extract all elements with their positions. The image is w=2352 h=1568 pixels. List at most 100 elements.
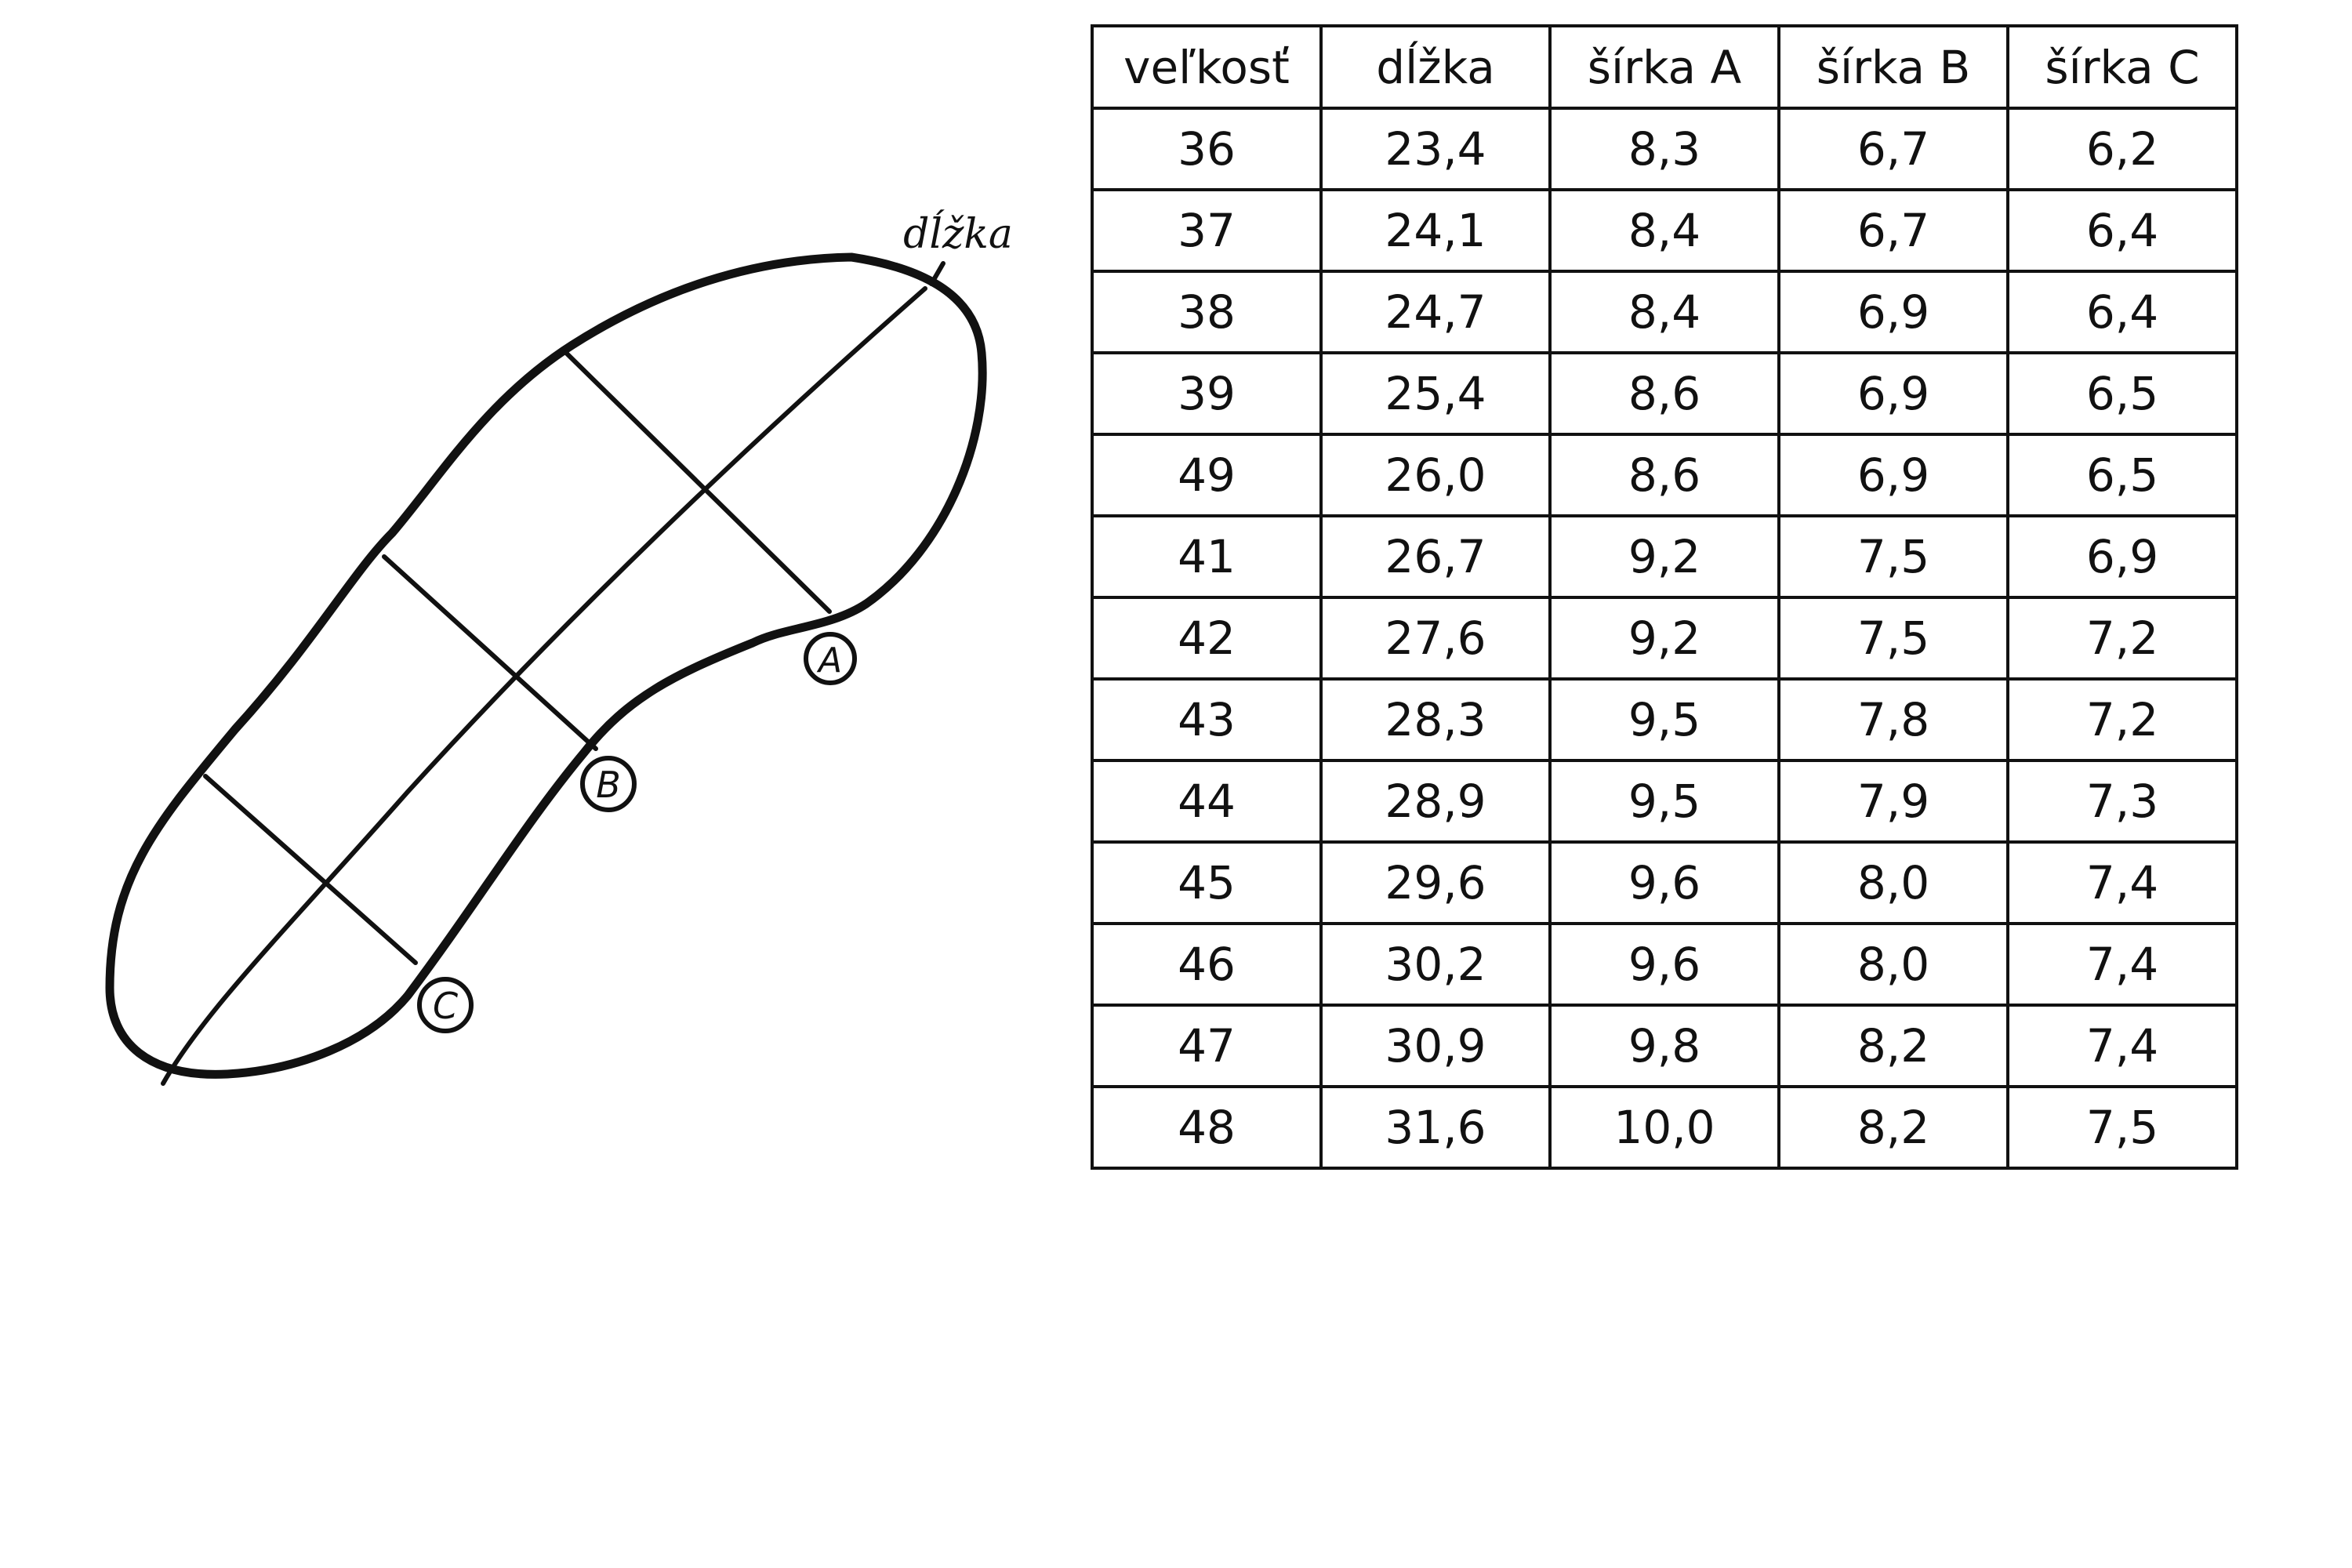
cell-col-width-a: 9,6 [1548, 922, 1780, 1007]
cell-col-width-a: 8,4 [1548, 188, 1780, 273]
cell-col-length: 30,9 [1319, 1004, 1552, 1088]
cell-col-width-c: 6,4 [2006, 188, 2238, 273]
sole-diagram: A B C dĺžka [105, 209, 1013, 1086]
length-line [161, 286, 927, 1086]
cell-col-size: 46 [1091, 922, 1323, 1007]
header-col-width-a: šírka A [1548, 24, 1780, 110]
width-b-line [382, 554, 598, 751]
cell-col-width-c: 7,3 [2006, 759, 2238, 844]
cell-col-length: 24,1 [1319, 188, 1552, 273]
cell-col-width-c: 7,2 [2006, 596, 2238, 681]
cell-col-width-b: 8,0 [1777, 840, 2009, 925]
cell-col-size: 44 [1091, 759, 1323, 844]
cell-col-width-c: 7,5 [2006, 1085, 2238, 1170]
cell-col-size: 38 [1091, 270, 1323, 354]
cell-col-size: 39 [1091, 351, 1323, 436]
cell-col-width-c: 7,4 [2006, 1004, 2238, 1088]
cell-col-width-b: 6,9 [1777, 351, 2009, 436]
cell-col-length: 31,6 [1319, 1085, 1552, 1170]
marker-c-circle [417, 977, 474, 1033]
length-label: dĺžka [903, 209, 1013, 258]
cell-col-length: 30,2 [1319, 922, 1552, 1007]
cell-col-length: 25,4 [1319, 351, 1552, 436]
cell-col-length: 29,6 [1319, 840, 1552, 925]
marker-a-label: A [816, 641, 842, 681]
cell-col-width-a: 9,8 [1548, 1004, 1780, 1088]
width-a-line [564, 350, 832, 614]
cell-col-size: 43 [1091, 677, 1323, 762]
sole-outline [105, 252, 987, 1079]
marker-b-label: B [596, 764, 621, 806]
cell-col-size: 49 [1091, 433, 1323, 517]
marker-a-circle [804, 632, 857, 685]
cell-col-width-c: 6,5 [2006, 351, 2238, 436]
cell-col-size: 36 [1091, 107, 1323, 191]
header-col-width-c: šírka C [2006, 24, 2238, 110]
cell-col-size: 47 [1091, 1004, 1323, 1088]
cell-col-width-b: 7,8 [1777, 677, 2009, 762]
header-col-length: dĺžka [1319, 24, 1552, 110]
cell-col-width-a: 10,0 [1548, 1085, 1780, 1170]
cell-col-length: 24,7 [1319, 270, 1552, 354]
cell-col-length: 23,4 [1319, 107, 1552, 191]
length-tick [929, 261, 946, 286]
cell-col-width-b: 8,2 [1777, 1085, 2009, 1170]
cell-col-width-b: 7,9 [1777, 759, 2009, 844]
cell-col-width-b: 6,7 [1777, 107, 2009, 191]
cell-col-width-a: 9,2 [1548, 596, 1780, 681]
cell-col-size: 37 [1091, 188, 1323, 273]
marker-b-circle [580, 756, 637, 812]
cell-col-width-b: 6,9 [1777, 433, 2009, 517]
cell-col-width-c: 6,9 [2006, 514, 2238, 599]
cell-col-width-c: 6,4 [2006, 270, 2238, 354]
cell-col-length: 26,0 [1319, 433, 1552, 517]
cell-col-width-a: 8,6 [1548, 433, 1780, 517]
marker-c-label: C [433, 985, 458, 1027]
cell-col-width-c: 7,4 [2006, 922, 2238, 1007]
width-c-line [203, 774, 418, 965]
cell-col-width-b: 7,5 [1777, 514, 2009, 599]
header-col-width-b: šírka B [1777, 24, 2009, 110]
cell-col-length: 26,7 [1319, 514, 1552, 599]
cell-col-width-c: 7,4 [2006, 840, 2238, 925]
cell-col-length: 28,3 [1319, 677, 1552, 762]
cell-col-width-c: 6,5 [2006, 433, 2238, 517]
cell-col-length: 27,6 [1319, 596, 1552, 681]
cell-col-width-b: 6,9 [1777, 270, 2009, 354]
cell-col-width-a: 9,6 [1548, 840, 1780, 925]
cell-col-length: 28,9 [1319, 759, 1552, 844]
cell-col-size: 48 [1091, 1085, 1323, 1170]
cell-col-width-b: 8,2 [1777, 1004, 2009, 1088]
cell-col-width-a: 8,4 [1548, 270, 1780, 354]
cell-col-width-a: 9,5 [1548, 759, 1780, 844]
cell-col-width-a: 8,3 [1548, 107, 1780, 191]
cell-col-size: 45 [1091, 840, 1323, 925]
cell-col-width-a: 8,6 [1548, 351, 1780, 436]
cell-col-width-b: 7,5 [1777, 596, 2009, 681]
cell-col-width-c: 7,2 [2006, 677, 2238, 762]
cell-col-size: 42 [1091, 596, 1323, 681]
cell-col-size: 41 [1091, 514, 1323, 599]
cell-col-width-c: 6,2 [2006, 107, 2238, 191]
cell-col-width-a: 9,5 [1548, 677, 1780, 762]
header-col-size: veľkosť [1091, 24, 1323, 110]
cell-col-width-b: 8,0 [1777, 922, 2009, 1007]
cell-col-width-a: 9,2 [1548, 514, 1780, 599]
cell-col-width-b: 6,7 [1777, 188, 2009, 273]
